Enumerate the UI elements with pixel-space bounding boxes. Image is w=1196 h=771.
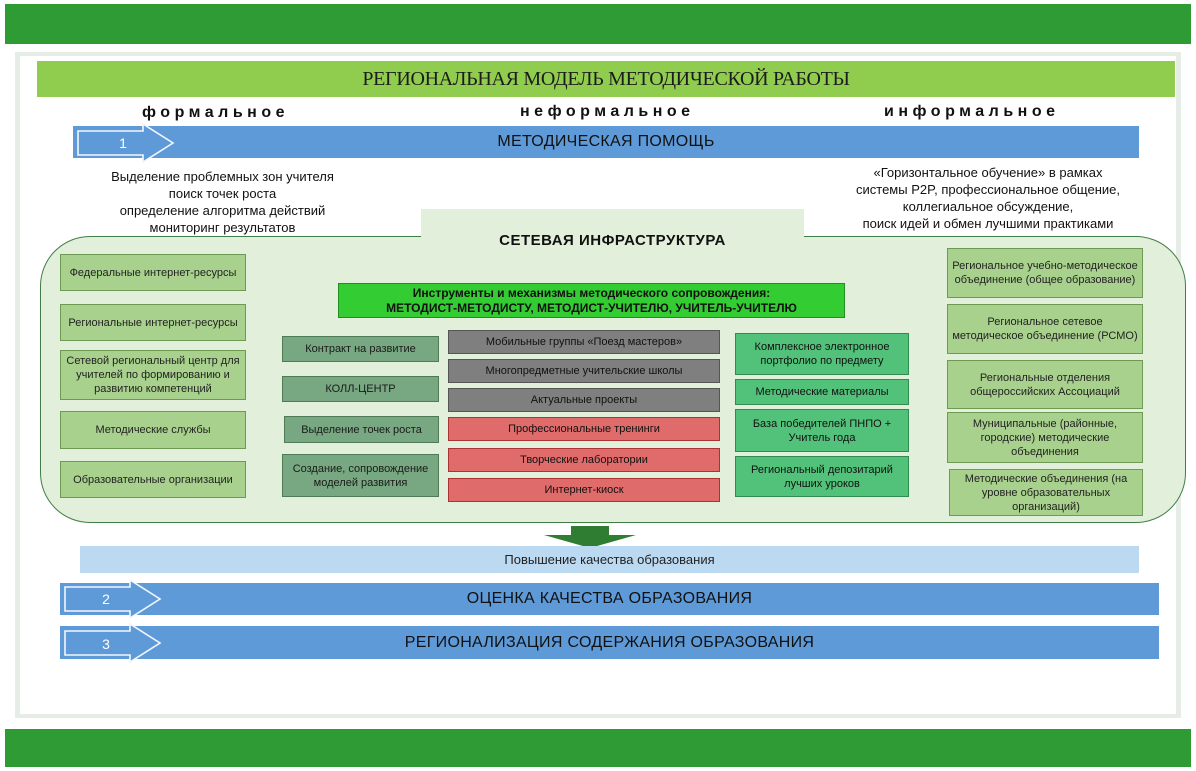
left-item: Сетевой региональный центр для учителей … xyxy=(60,350,246,400)
material-item: База победителей ПНПО + Учитель года xyxy=(735,409,909,452)
format-item: Актуальные проекты xyxy=(448,388,720,412)
format-item: Профессиональные тренинги xyxy=(448,417,720,441)
right-item: Методические объединения (на уровне обра… xyxy=(949,469,1143,516)
right-line: системы P2P, профессиональное общение, xyxy=(856,182,1120,197)
material-item: Методические материалы xyxy=(735,379,909,405)
right-line: коллегиальное обсуждение, xyxy=(902,199,1074,214)
result-label: Повышение качества образования xyxy=(504,552,715,567)
type-nonformal: неформальное xyxy=(520,103,695,120)
right-line: поиск идей и обмен лучшими практиками xyxy=(862,216,1114,231)
page-title: РЕГИОНАЛЬНАЯ МОДЕЛЬ МЕТОДИЧЕСКОЙ РАБОТЫ xyxy=(37,61,1175,97)
right-item: Региональные отделения общероссийских Ас… xyxy=(947,360,1143,409)
step-arrow-3-icon xyxy=(64,622,162,664)
right-item: Региональное учебно-методическое объедин… xyxy=(947,248,1143,298)
left-description: Выделение проблемных зон учителя поиск т… xyxy=(60,168,385,236)
step-label-1: МЕТОДИЧЕСКАЯ ПОМОЩЬ xyxy=(497,133,715,150)
right-description: «Горизонтальное обучение» в рамках систе… xyxy=(818,164,1158,232)
infrastructure-tab xyxy=(421,209,804,269)
format-item: Многопредметные учительские школы xyxy=(448,359,720,383)
left-item: Методические службы xyxy=(60,411,246,449)
step-number-1: 1 xyxy=(119,135,127,151)
infrastructure-title: СЕТЕВАЯ ИНФРАСТРУКТУРА xyxy=(499,232,726,249)
instruments-line: МЕТОДИСТ-МЕТОДИСТУ, МЕТОДИСТ-УЧИТЕЛЮ, УЧ… xyxy=(386,301,797,315)
material-item: Комплексное электронное портфолио по пре… xyxy=(735,333,909,375)
left-item: Образовательные организации xyxy=(60,461,246,498)
left-line: определение алгоритма действий xyxy=(119,203,326,218)
right-item: Региональное сетевое методическое объеди… xyxy=(947,304,1143,354)
left-line: поиск точек роста xyxy=(168,186,277,201)
instruments-line: Инструменты и механизмы методического со… xyxy=(412,286,771,300)
format-item: Мобильные группы «Поезд мастеров» xyxy=(448,330,720,354)
step-bar-3: РЕГИОНАЛИЗАЦИЯ СОДЕРЖАНИЯ ОБРАЗОВАНИЯ xyxy=(60,626,1159,659)
top-band xyxy=(5,4,1191,44)
step-number-2: 2 xyxy=(102,591,110,607)
mechanism-item: Создание, сопровождение моделей развития xyxy=(282,454,439,497)
mechanism-item: Контракт на развитие xyxy=(282,336,439,362)
left-item: Региональные интернет-ресурсы xyxy=(60,304,246,341)
left-line: мониторинг результатов xyxy=(149,220,296,235)
instruments-box: Инструменты и механизмы методического со… xyxy=(338,283,845,318)
step-arrow-2-icon xyxy=(64,578,162,620)
right-item: Муниципальные (районные, городские) мето… xyxy=(947,412,1143,463)
step-bar-2: ОЦЕНКА КАЧЕСТВА ОБРАЗОВАНИЯ xyxy=(60,583,1159,615)
mechanism-item: Выделение точек роста xyxy=(284,416,439,443)
left-item: Федеральные интернет-ресурсы xyxy=(60,254,246,291)
step-number-3: 3 xyxy=(102,636,110,652)
left-line: Выделение проблемных зон учителя xyxy=(111,169,334,184)
material-item: Региональный депозитарий лучших уроков xyxy=(735,456,909,497)
format-item: Творческие лаборатории xyxy=(448,448,720,472)
step-label-2: ОЦЕНКА КАЧЕСТВА ОБРАЗОВАНИЯ xyxy=(466,590,753,607)
mechanism-item: КОЛЛ-ЦЕНТР xyxy=(282,376,439,402)
result-bar: Повышение качества образования xyxy=(80,546,1139,573)
down-arrow-icon xyxy=(544,526,636,548)
step-bar-1: МЕТОДИЧЕСКАЯ ПОМОЩЬ xyxy=(73,126,1139,158)
type-formal: формальное xyxy=(142,104,289,121)
step-arrow-1-icon xyxy=(77,122,175,164)
format-item: Интернет-киоск xyxy=(448,478,720,502)
right-line: «Горизонтальное обучение» в рамках xyxy=(873,165,1103,180)
type-informal: информальное xyxy=(884,103,1060,120)
bottom-band xyxy=(5,729,1191,767)
step-label-3: РЕГИОНАЛИЗАЦИЯ СОДЕРЖАНИЯ ОБРАЗОВАНИЯ xyxy=(404,633,815,651)
